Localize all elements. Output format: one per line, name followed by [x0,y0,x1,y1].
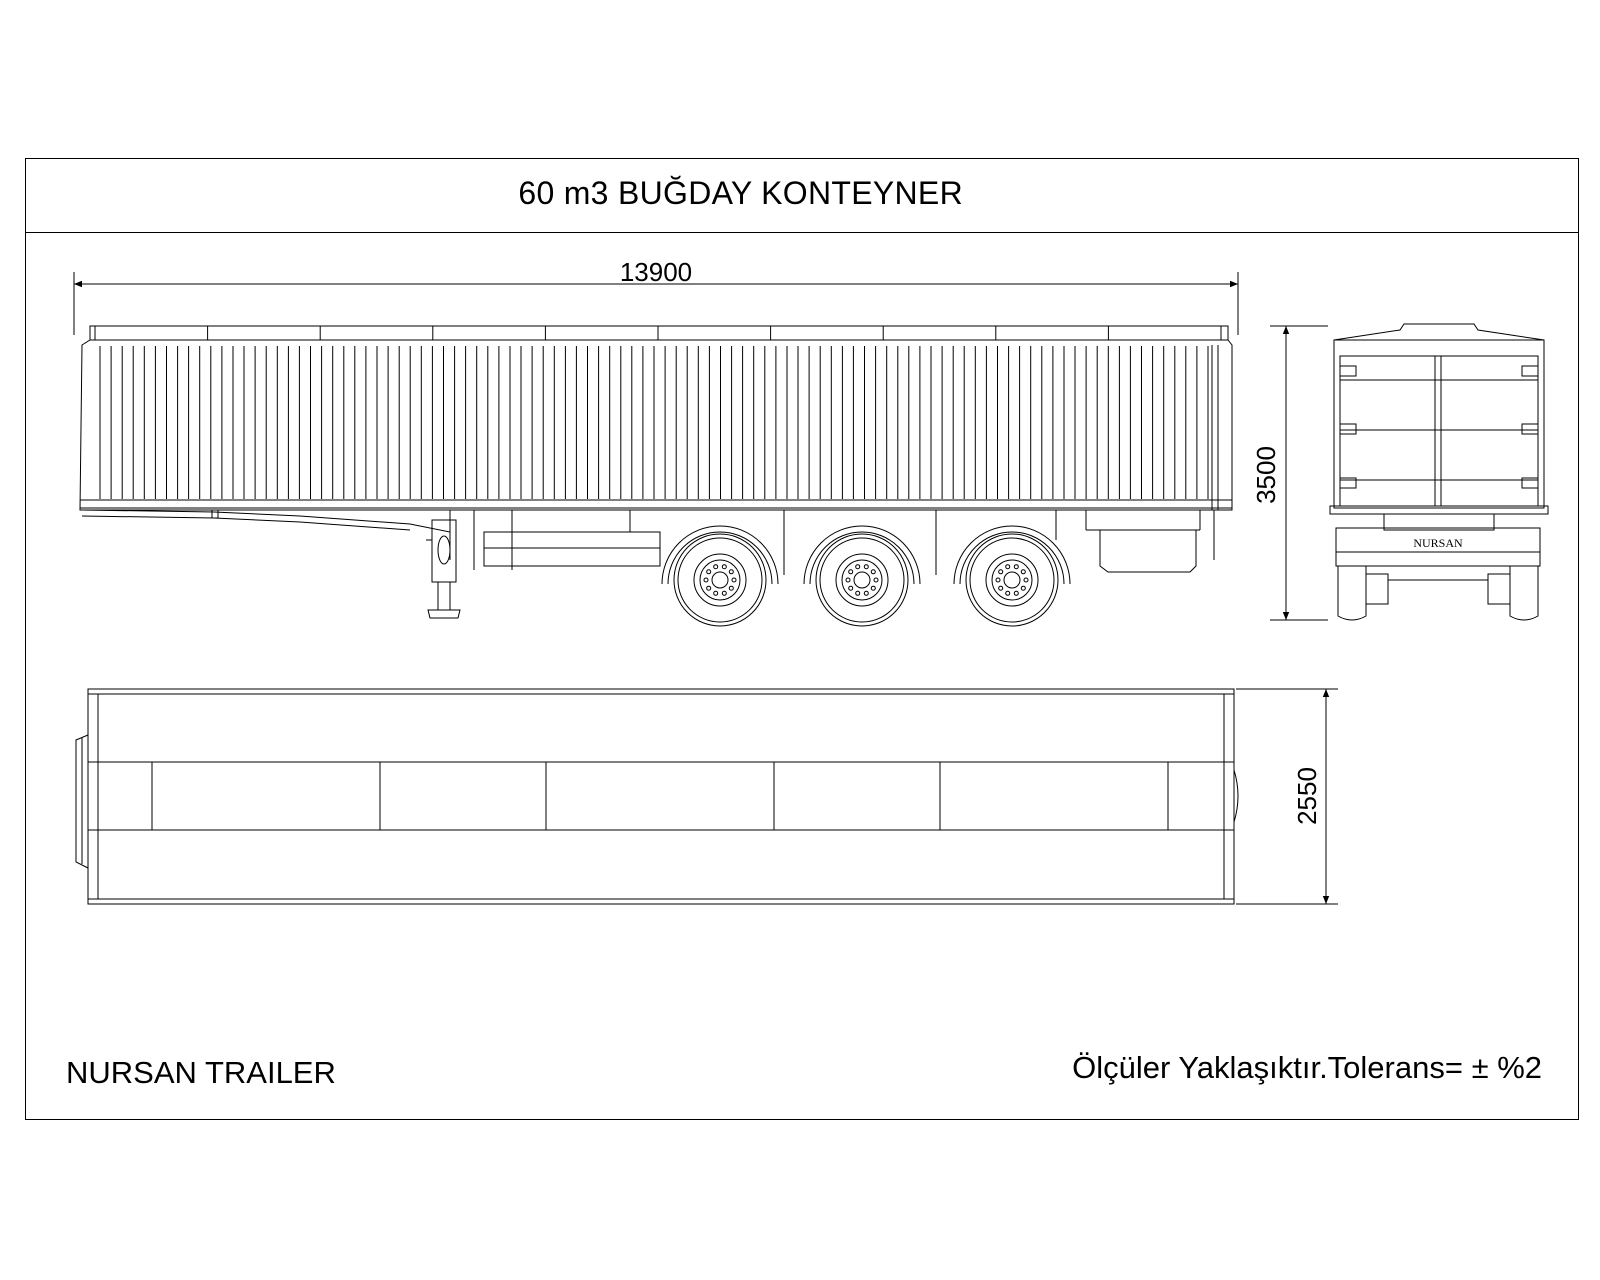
rear-left-tyre [1338,566,1366,620]
width-dimension-label: 2550 [1292,767,1322,825]
side-rail-box [484,532,660,566]
tolerance-note: Ölçüler Yaklaşıktır.Tolerans= ± %2 [1072,1050,1542,1085]
landing-gear [426,520,460,618]
width-dimension [1236,689,1338,904]
drawing-title: 60 m3 BUĞDAY KONTEYNER [518,175,963,211]
top-hatch-3 [940,762,1168,830]
rear-badge-text: NURSAN [1413,536,1463,550]
axle-wheels [662,526,1070,626]
side-view [74,272,1328,626]
top-hatch-2 [546,762,774,830]
rear-roof [1334,324,1544,340]
rear-view: NURSAN [1330,324,1548,620]
top-outline [88,689,1234,904]
rear-bumper [1336,528,1540,566]
top-hatch-1 [152,762,380,830]
rear-doors [1334,340,1544,508]
top-view [76,689,1338,904]
title-block: 60 m3 BUĞDAY KONTEYNER [26,159,1578,233]
roof-rail [90,326,1228,340]
front-nose [76,735,88,868]
height-dimension-label: 3500 [1251,446,1281,504]
roof-bows [95,326,1221,340]
tool-box [1100,530,1196,572]
company-name: NURSAN TRAILER [66,1055,336,1090]
side-panel-ribs [100,346,1208,499]
length-dimension [74,272,1238,335]
height-dimension [1270,326,1328,620]
length-dimension-label: 13900 [620,257,692,287]
container-body [80,340,1232,510]
rear-right-tyre [1510,566,1538,620]
drawing-frame: 60 m3 BUĞDAY KONTEYNER NURSAN TRAILER Öl… [25,158,1579,1120]
